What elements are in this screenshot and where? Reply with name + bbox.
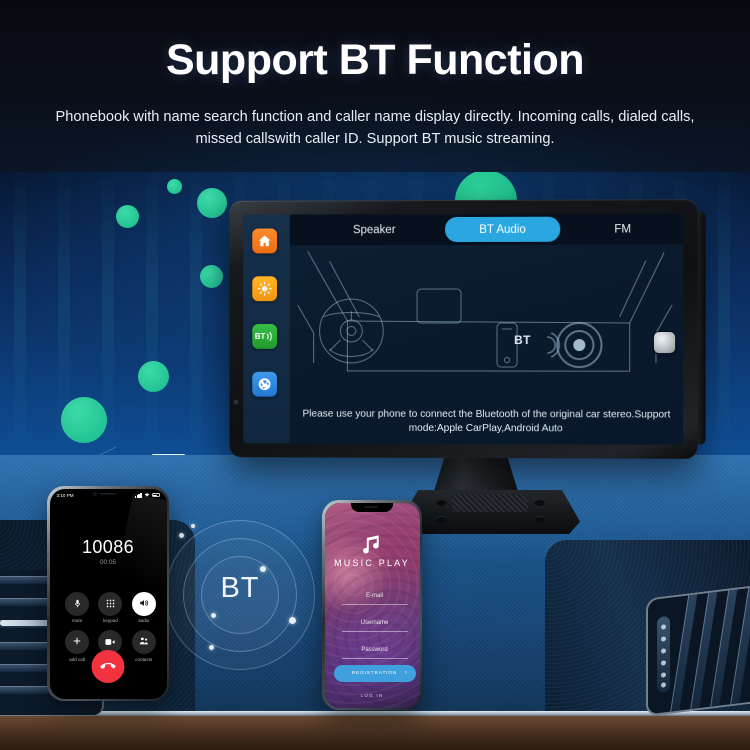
call-button-label: audio <box>138 618 149 623</box>
call-button-label: contacts <box>135 657 152 662</box>
end-call-button[interactable] <box>92 650 125 683</box>
device-mount-base <box>400 490 580 534</box>
call-button-keypad[interactable]: keypad <box>94 592 127 624</box>
password-field[interactable]: Password <box>342 647 408 659</box>
page-title: Support BT Function <box>0 36 750 85</box>
call-button-mute[interactable]: mute <box>61 592 94 624</box>
plus-icon <box>72 633 82 651</box>
signal-waves-icon <box>266 331 274 342</box>
screen-tab-bar: Speaker BT Audio FM <box>290 213 683 245</box>
decor-bubble <box>116 205 139 228</box>
music-app-title: MUSIC PLAY <box>325 558 420 568</box>
call-number: 10086 <box>50 537 167 558</box>
phone-notch <box>351 503 393 512</box>
call-button-label: mute <box>72 618 82 623</box>
tab-fm[interactable]: FM <box>572 216 673 241</box>
video-icon <box>105 633 115 651</box>
screen-sidebar: BT <box>243 215 289 444</box>
page-subtitle: Phonebook with name search function and … <box>55 106 695 150</box>
keypad-icon <box>106 595 115 613</box>
decor-bubble <box>61 397 107 443</box>
music-app-phone: MUSIC PLAY E-mail Username Password REGI… <box>322 500 422 710</box>
car-head-unit: BT <box>230 199 698 459</box>
bluetooth-watermark-label: BT <box>165 572 315 605</box>
decor-bubble <box>197 188 227 218</box>
sidebar-item-bluetooth-label: BT <box>255 332 266 340</box>
dashboard-wood-trim <box>0 716 750 750</box>
call-button-label: keypad <box>103 618 118 623</box>
call-button-contacts[interactable]: contacts <box>127 630 160 662</box>
air-vent-right <box>646 585 750 716</box>
wifi-icon <box>144 492 150 498</box>
battery-icon <box>152 493 160 497</box>
diagram-bt-label: BT <box>514 333 531 347</box>
vent-knob <box>657 616 670 694</box>
speaker-icon <box>139 595 149 613</box>
signal-bars-icon <box>135 493 142 498</box>
power-button[interactable] <box>654 332 675 353</box>
decor-bubble <box>167 179 182 194</box>
screen-hint-text: Please use your phone to connect the Blu… <box>290 408 683 437</box>
bluetooth-connection-diagram: BT <box>290 244 683 407</box>
registration-button-label: REGISTRATION <box>352 671 397 676</box>
device-microphone-icon <box>233 400 238 405</box>
login-link[interactable]: LOG IN <box>325 693 420 698</box>
decor-bubble <box>138 361 169 392</box>
camera-aperture-icon <box>257 377 272 392</box>
bluetooth-ripple-watermark: BT <box>165 520 315 670</box>
call-button-add-call[interactable]: add call <box>61 630 94 662</box>
chevron-right-icon: › <box>405 670 408 676</box>
status-time: 3:10 PM <box>57 493 74 498</box>
tab-speaker[interactable]: Speaker <box>320 217 429 242</box>
call-button-audio[interactable]: audio <box>127 592 160 624</box>
brightness-sun-icon <box>257 281 272 296</box>
contacts-icon <box>139 633 149 651</box>
microphone-icon <box>73 595 82 613</box>
call-duration: 00:05 <box>50 559 167 566</box>
sidebar-item-brightness[interactable] <box>252 276 277 301</box>
decor-bubble <box>200 265 223 288</box>
iphone-call-screen: 3:10 PM 10086 00:05 <box>47 486 169 701</box>
sidebar-item-home[interactable] <box>252 229 277 254</box>
email-field[interactable]: E-mail <box>342 593 408 605</box>
registration-button[interactable]: REGISTRATION › <box>334 665 416 682</box>
phone-status-bar: 3:10 PM <box>50 490 167 501</box>
sidebar-item-bluetooth[interactable]: BT <box>252 324 277 349</box>
username-field[interactable]: Username <box>342 620 408 632</box>
head-unit-screen: BT <box>243 213 683 444</box>
sidebar-item-camera[interactable] <box>252 372 277 397</box>
call-button-label: add call <box>69 657 85 662</box>
home-icon <box>257 233 272 248</box>
tab-bt-audio[interactable]: BT Audio <box>445 217 560 242</box>
